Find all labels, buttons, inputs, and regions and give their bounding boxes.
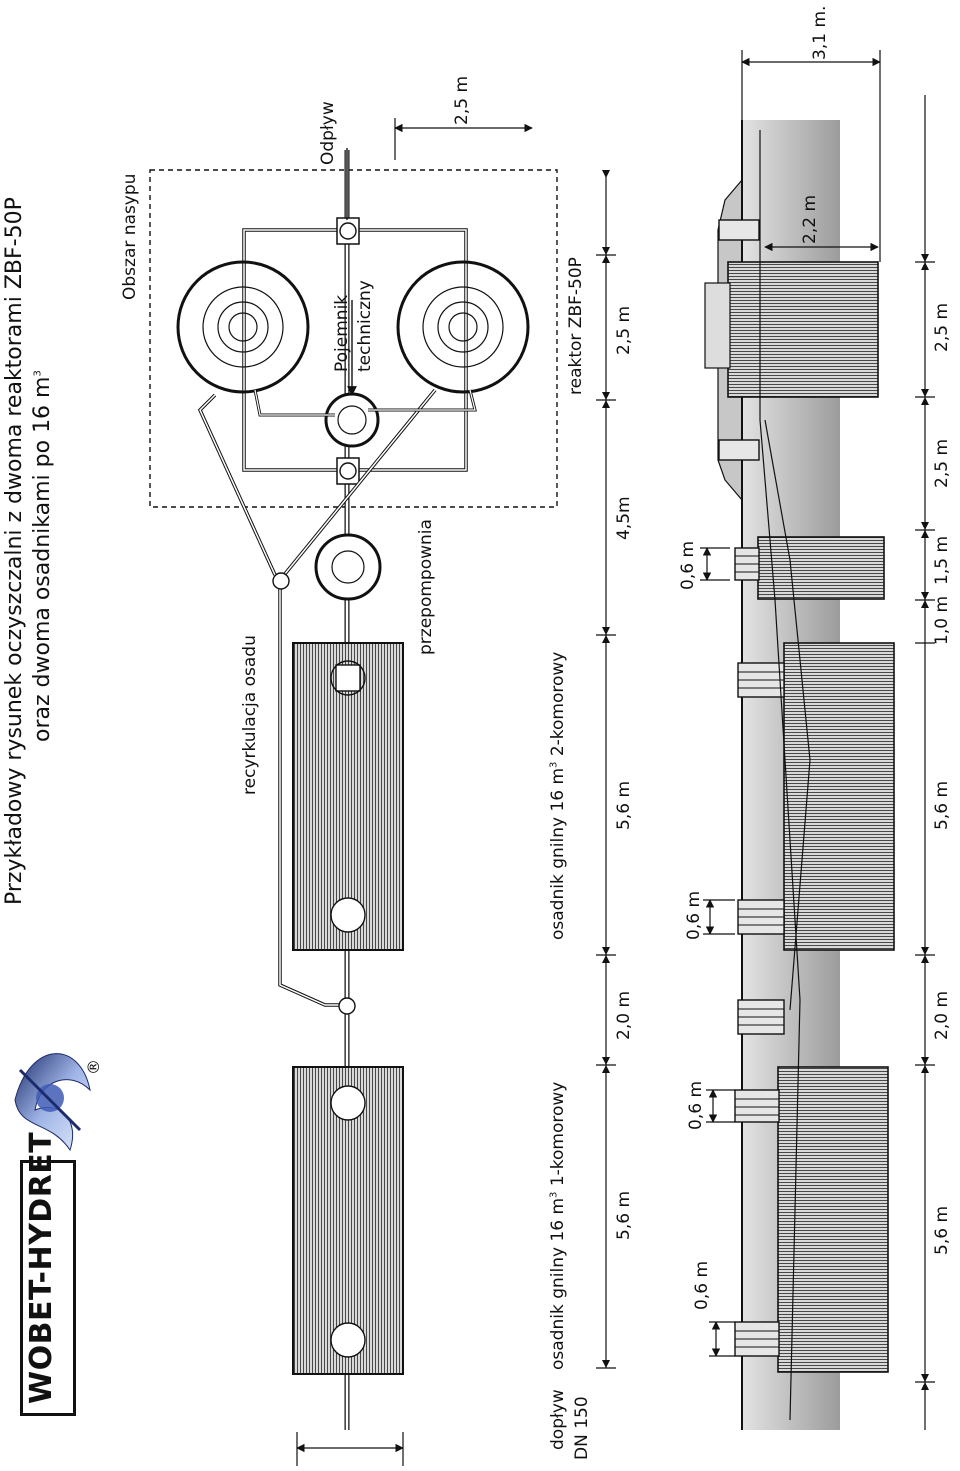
osadnik-2-section <box>783 642 895 951</box>
plan-view <box>149 118 616 1466</box>
reaktor-1 <box>176 260 310 394</box>
dim-gap2: 2,0 m <box>614 991 634 1040</box>
dim-s7: 5,6 m <box>932 1206 952 1255</box>
label-obszar-nasypu: Obszar nasypu <box>120 173 140 300</box>
label-reaktor: reaktor ZBF-50P <box>566 257 586 395</box>
dim-osadnik1: 5,6 m <box>614 1191 634 1240</box>
brand-logo <box>20 1160 76 1416</box>
title-line1: Przykładowy rysunek oczyszczalni z dwoma… <box>2 197 27 905</box>
dim-s5: 5,6 m <box>932 781 952 830</box>
przepompownia <box>314 533 382 601</box>
reaktor-section <box>727 261 879 398</box>
label-pojemnik-1: Pojemnik <box>332 294 352 372</box>
dim-reaktor: 2,5 m <box>614 306 634 355</box>
title-line2: oraz dwoma osadnikami po 16 m3 <box>30 370 55 742</box>
label-odplyw: Odpływ <box>318 101 338 165</box>
dim-gap1: 4,5m <box>614 496 634 540</box>
dim-total-height: 3,1 m. <box>810 5 830 60</box>
dim-osadnik2: 5,6 m <box>614 781 634 830</box>
dim-top: 2,5 m <box>452 76 472 125</box>
brand-name: WOBET-HYDRET <box>24 1131 59 1404</box>
label-osadnik-1: osadnik gnilny 16 m3 1-komorowy <box>548 1081 568 1370</box>
dim-h3: 0,6 m <box>686 1081 706 1130</box>
registered-mark: ® <box>84 1059 103 1075</box>
label-osadnik-2: osadnik gnilny 16 m3 2-komorowy <box>548 651 568 940</box>
label-przepompownia: przepompownia <box>416 519 436 655</box>
section-view <box>700 50 935 1430</box>
dim-s2: 2,5 m <box>932 439 952 488</box>
dim-reactor-height: 2,2 m <box>800 195 820 244</box>
dim-s1: 2,5 m <box>932 303 952 352</box>
dim-s6: 2,0 m <box>932 991 952 1040</box>
logo-swirl-icon <box>14 1053 91 1152</box>
pojemnik-techniczny <box>324 392 380 448</box>
osadnik-1-section <box>777 1066 889 1373</box>
dim-h2: 0,6 m <box>684 891 704 940</box>
dim-h4: 0,6 m <box>692 1261 712 1310</box>
label-doplyw: dopływ <box>548 1389 568 1450</box>
label-dn150: DN 150 <box>572 1396 592 1460</box>
label-recyrkulacja: recyrkulacja osadu <box>240 635 260 795</box>
dim-h1: 0,6 m <box>678 541 698 590</box>
reaktor-2 <box>396 260 530 394</box>
obszar-nasypu-area <box>149 169 558 508</box>
dim-s3: 1,5 m <box>932 536 952 585</box>
label-pojemnik-2: techniczny <box>355 280 375 372</box>
dim-s4: 1,0 m <box>932 596 952 645</box>
